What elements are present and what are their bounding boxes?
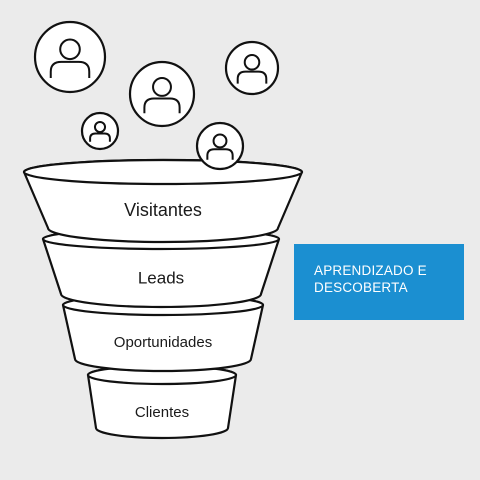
- funnel-stage-4: Clientes: [86, 364, 238, 440]
- badge-aprendizado-descoberta: APRENDIZADO E DESCOBERTA: [294, 244, 464, 320]
- person-icon: [128, 60, 196, 128]
- funnel-stage-label: Oportunidades: [114, 334, 212, 351]
- person-icon: [33, 20, 107, 94]
- person-icon: [195, 121, 245, 171]
- funnel-stage-label: Visitantes: [124, 200, 202, 220]
- funnel-stage-label: Clientes: [135, 404, 189, 421]
- person-icon: [224, 40, 280, 96]
- funnel-stage-rim: [22, 158, 304, 186]
- funnel-stage-1: Visitantes: [22, 158, 304, 244]
- person-icon: [80, 111, 120, 151]
- funnel-stage-label: Leads: [138, 268, 184, 287]
